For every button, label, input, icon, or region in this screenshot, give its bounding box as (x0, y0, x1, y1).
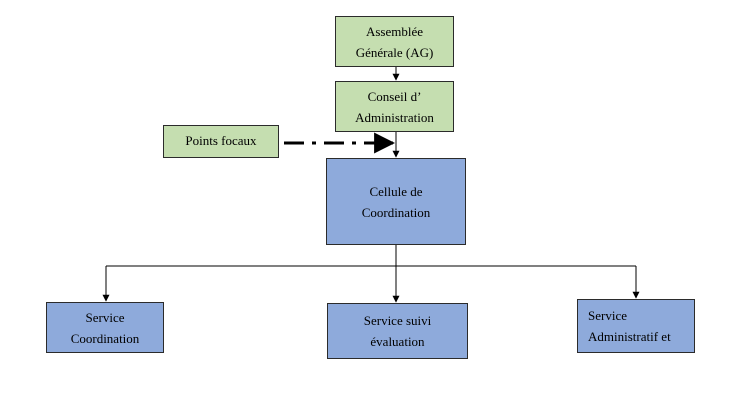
node-service-admin-line2: Administratif et (588, 329, 671, 344)
node-cellule-line1: Cellule de (369, 183, 423, 199)
node-conseil-administration: Conseil d’ Administration (335, 81, 454, 132)
node-ca-line1: Conseil d’ (367, 88, 422, 104)
node-cellule-coordination: Cellule de Coordination (326, 158, 466, 245)
node-ag-line1: Assemblée (365, 23, 424, 39)
node-service-coordination-line1: Service (85, 309, 125, 325)
node-points-focaux: Points focaux (163, 125, 279, 158)
node-service-administratif: Service Administratif et (577, 299, 695, 353)
node-cellule-line2: Coordination (361, 204, 431, 220)
node-points-focaux-label: Points focaux (185, 133, 257, 148)
node-service-coordination: Service Coordination (46, 302, 164, 353)
node-ag-line2: Générale (AG) (355, 44, 434, 60)
node-ca-line2: Administration (355, 109, 434, 125)
node-service-suivi-line1: Service suivi (363, 313, 432, 328)
node-service-coordination-line2: Coordination (70, 330, 140, 346)
node-service-admin-line1: Service (588, 308, 627, 323)
node-service-suivi-line2: évaluation (370, 334, 425, 349)
node-assemblee-generale: Assemblée Générale (AG) (335, 16, 454, 67)
node-service-suivi-evaluation: Service suivi évaluation (327, 303, 468, 359)
